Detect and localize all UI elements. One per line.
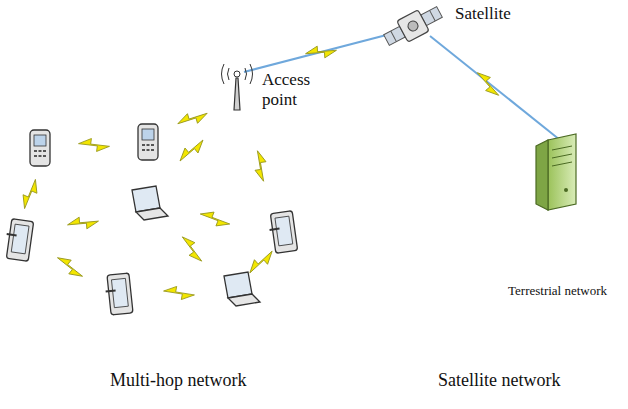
laptop-icon bbox=[224, 272, 260, 306]
lightning-bolt bbox=[199, 210, 232, 229]
lightning-bolt bbox=[20, 178, 39, 211]
satellite-network-label: Satellite network bbox=[438, 370, 560, 391]
server-icon bbox=[536, 134, 576, 210]
lightning-bolt bbox=[177, 134, 207, 166]
phone-icon bbox=[138, 124, 158, 160]
satellite-label: Satellite bbox=[455, 4, 511, 24]
lightning-bolt bbox=[78, 138, 109, 153]
lightning-bolt bbox=[176, 105, 209, 131]
multihop-network-label: Multi-hop network bbox=[110, 370, 247, 391]
tablet-icon bbox=[3, 218, 33, 261]
uplink-line bbox=[244, 32, 398, 72]
lightning-bolt bbox=[176, 234, 208, 265]
lightning-bolt bbox=[66, 213, 99, 234]
tablet-icon bbox=[104, 273, 133, 315]
terrestrial-network-label: Terrestrial network bbox=[508, 284, 607, 299]
downlink-line bbox=[430, 36, 560, 140]
access-point-icon bbox=[222, 64, 253, 110]
lightning-bolt bbox=[246, 246, 275, 278]
phone-icon bbox=[30, 130, 50, 166]
laptop-icon bbox=[132, 186, 168, 220]
lightning-bolt bbox=[249, 149, 272, 182]
lightning-bolt bbox=[472, 69, 504, 98]
access-point-label: Access point bbox=[262, 70, 320, 109]
lightning-bolt bbox=[163, 286, 194, 300]
lightning-bolt bbox=[304, 42, 337, 63]
tablet-icon bbox=[267, 211, 297, 254]
lightning-bolt bbox=[53, 254, 86, 280]
wireless-bolts bbox=[20, 42, 504, 300]
satellite-icon bbox=[381, 1, 445, 50]
